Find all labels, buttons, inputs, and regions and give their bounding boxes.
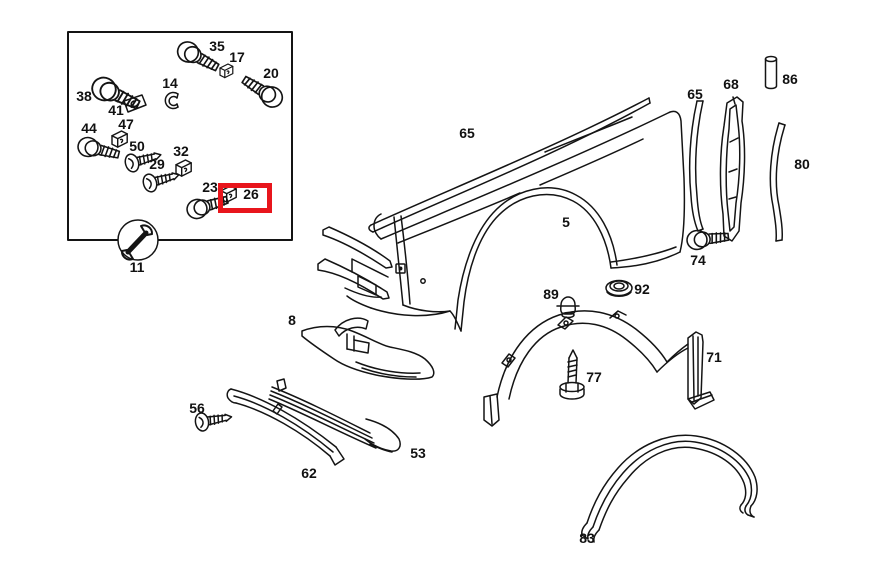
- part-label-83[interactable]: 83: [579, 530, 595, 546]
- part-label-53[interactable]: 53: [410, 445, 426, 461]
- part-label-56[interactable]: 56: [189, 400, 205, 416]
- part-92-drawing: [605, 279, 633, 298]
- part-53-drawing: [268, 378, 401, 453]
- part-label-80[interactable]: 80: [794, 156, 810, 172]
- bumper-trim-drawing: [317, 226, 393, 300]
- part-86-drawing: [764, 55, 778, 90]
- part-74-drawing: [685, 226, 731, 252]
- part-label-71[interactable]: 71: [706, 349, 722, 365]
- part-83-drawing: [581, 434, 758, 543]
- part-label-41[interactable]: 41: [108, 102, 124, 118]
- part-label-74[interactable]: 74: [690, 252, 706, 268]
- part-label-20[interactable]: 20: [263, 65, 279, 81]
- fastener-box-drawing: [67, 31, 293, 241]
- part-label-38[interactable]: 38: [76, 88, 92, 104]
- part-62-drawing: [226, 388, 345, 466]
- part-label-86[interactable]: 86: [782, 71, 798, 87]
- part-label-47[interactable]: 47: [118, 116, 134, 132]
- part-label-32[interactable]: 32: [173, 143, 189, 159]
- part-label-62[interactable]: 62: [301, 465, 317, 481]
- part-label-89[interactable]: 89: [543, 286, 559, 302]
- part-label-29[interactable]: 29: [149, 156, 165, 172]
- part-65-side-drawing: [688, 100, 704, 232]
- part-label-50[interactable]: 50: [129, 138, 145, 154]
- part-label-65-top[interactable]: 65: [459, 125, 475, 141]
- part-label-92[interactable]: 92: [634, 281, 650, 297]
- part-label-5[interactable]: 5: [562, 214, 570, 230]
- part-label-44[interactable]: 44: [81, 120, 97, 136]
- part-label-35[interactable]: 35: [209, 38, 225, 54]
- part-77-drawing: [559, 349, 585, 400]
- part-label-23[interactable]: 23: [202, 179, 218, 195]
- part-label-77[interactable]: 77: [586, 369, 602, 385]
- part-68-drawing: [719, 96, 746, 242]
- highlight-box: [218, 183, 272, 213]
- part-label-8[interactable]: 8: [288, 312, 296, 328]
- part-label-14[interactable]: 14: [162, 75, 178, 91]
- part-80-drawing: [769, 122, 786, 242]
- part-8-drawing: [301, 317, 435, 380]
- part-label-11[interactable]: 11: [129, 259, 145, 275]
- part-65-top-drawing: [368, 97, 651, 233]
- part-label-68[interactable]: 68: [723, 76, 739, 92]
- part-label-65-side[interactable]: 65: [687, 86, 703, 102]
- wrench-icon: [117, 219, 159, 261]
- part-5-drawing: [346, 110, 686, 332]
- part-71-drawing: [483, 310, 715, 427]
- part-label-17[interactable]: 17: [229, 49, 245, 65]
- part-89-drawing: [556, 296, 580, 319]
- part-label-26[interactable]: 26: [243, 186, 259, 202]
